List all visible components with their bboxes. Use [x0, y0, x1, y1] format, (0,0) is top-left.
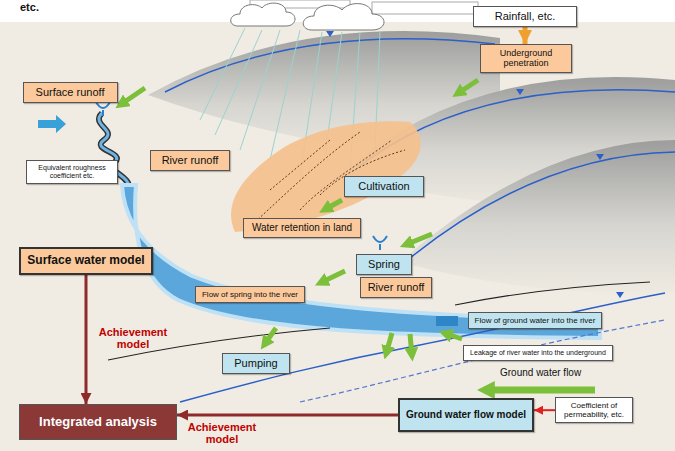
flow-arrows [457, 80, 478, 94]
box-label: Water retention in land [252, 222, 352, 234]
water-level-marks [596, 154, 604, 160]
box-label: Surface water model [27, 254, 144, 268]
process-box: Flow of ground water into the river [468, 312, 603, 329]
box-label: Surface runoff [36, 86, 105, 99]
process-box: Surface runoff [23, 82, 118, 103]
box-label: Ground water flow model [406, 409, 526, 421]
flow-arrows [405, 234, 432, 245]
box-label: Integrated analysis [39, 415, 157, 430]
hills [148, 31, 675, 295]
flow-arrows [386, 333, 392, 354]
clouds [231, 3, 295, 26]
water-level-marks [516, 89, 524, 95]
rain [215, 30, 262, 135]
ground-lines [300, 320, 665, 402]
process-box: Equivalent roughness coefficient etc. [26, 160, 118, 184]
box-label: Pumping [234, 357, 277, 370]
process-box: Pumping [222, 353, 290, 374]
model-arrow [177, 414, 398, 417]
process-box: Coefficient of permeability, etc. [555, 397, 633, 423]
box-label: Cultivation [358, 180, 409, 193]
flow-arrows [120, 80, 595, 390]
flow-arrows [484, 387, 595, 394]
box-label: Leakage of river water into the undergro… [470, 349, 606, 357]
flow-arrows [410, 334, 412, 356]
process-box: Surface water model [19, 247, 152, 275]
spring-symbols [96, 102, 110, 116]
box-label: Flow of ground water into the river [475, 316, 596, 325]
clouds [303, 4, 384, 30]
hill-water-table [410, 152, 675, 258]
process-box: River runoff [150, 150, 230, 171]
box-label: Flow of spring into the river [202, 290, 298, 299]
ground-lines [108, 282, 665, 402]
box-label: Underground penetration [487, 48, 565, 69]
box-label: Rainfall, etc. [495, 10, 556, 23]
flow-arrows [324, 200, 342, 210]
box-label: River runoff [368, 281, 425, 294]
process-box: Rainfall, etc. [473, 6, 577, 27]
spring-symbols [373, 236, 387, 250]
box-label: Equivalent roughness coefficient etc. [33, 164, 111, 180]
hill-water-table [165, 39, 495, 92]
note-label: etc. [20, 1, 39, 14]
model-arrow [534, 409, 555, 411]
water-level-marks [616, 292, 624, 298]
model-arrow [85, 275, 88, 404]
rain [240, 30, 280, 150]
process-box: Flow of spring into the river [195, 286, 305, 303]
flow-arrows [264, 328, 276, 345]
process-box: Spring [356, 254, 412, 275]
rain [270, 30, 300, 160]
ground [0, 22, 675, 451]
hill-water-table [165, 39, 675, 258]
water-retention-field [270, 140, 330, 190]
ground-lines [180, 293, 665, 402]
flow-arrows [444, 333, 462, 339]
water-level-marks [326, 31, 334, 37]
rain [200, 28, 245, 120]
edge-label: Achievement model [183, 421, 261, 445]
hills [400, 140, 675, 295]
process-box: Leakage of river water into the undergro… [463, 345, 613, 361]
box-label: Spring [368, 258, 400, 271]
flow-arrows [120, 88, 145, 105]
process-box: Underground penetration [480, 44, 572, 73]
process-box: Cultivation [344, 176, 424, 197]
process-box: River runoff [360, 277, 432, 298]
clouds [231, 3, 384, 30]
process-box: Integrated analysis [19, 404, 177, 440]
top-frame [372, 2, 478, 14]
process-box: Ground water flow model [398, 398, 534, 432]
weir [436, 316, 458, 326]
note-label: Ground water flow [500, 367, 581, 379]
inflow-arrow [38, 115, 66, 133]
model-arrow [523, 27, 528, 44]
process-box: Water retention in land [243, 218, 361, 238]
box-label: River runoff [162, 154, 219, 167]
flow-arrows [320, 271, 345, 283]
box-label: Coefficient of permeability, etc. [562, 401, 626, 419]
river [99, 113, 600, 338]
edge-label: Achievement model [94, 326, 172, 350]
